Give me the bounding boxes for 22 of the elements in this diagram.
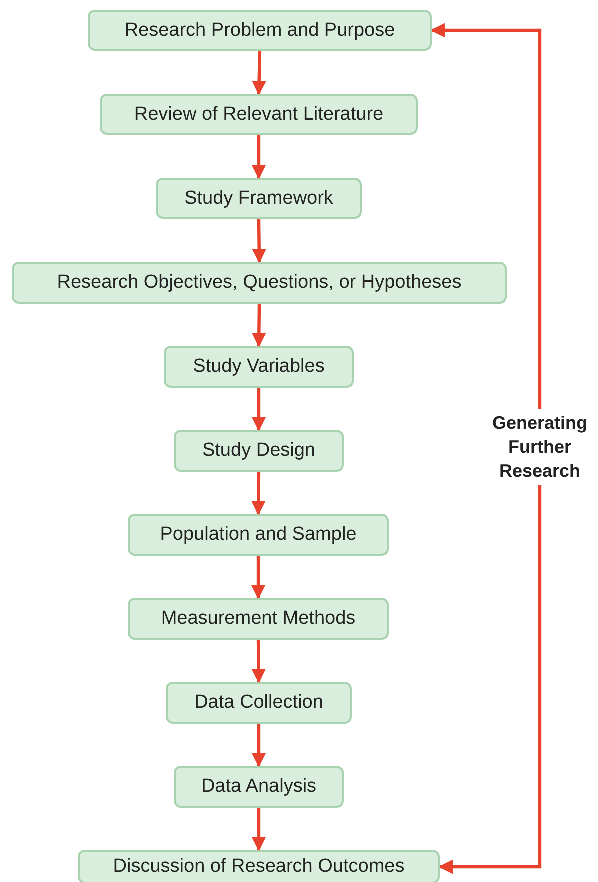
- arrow: [252, 808, 266, 852]
- process-box: Research Problem and Purpose: [88, 10, 432, 51]
- arrow: [252, 724, 266, 768]
- process-box: Review of Relevant Literature: [100, 94, 418, 135]
- process-box: Study Variables: [164, 346, 354, 388]
- process-box: Study Design: [174, 430, 344, 472]
- arrow: [251, 556, 266, 600]
- process-box: Discussion of Research Outcomes: [78, 850, 440, 882]
- arrow: [251, 472, 266, 516]
- process-box: Study Framework: [156, 178, 362, 219]
- process-box: Measurement Methods: [128, 598, 389, 640]
- arrow: [252, 218, 267, 264]
- arrow: [252, 50, 266, 96]
- process-box: Research Objectives, Questions, or Hypotheses: [12, 262, 507, 304]
- arrow: [252, 640, 266, 684]
- process-box: Data Collection: [166, 682, 352, 724]
- arrow: [252, 388, 266, 432]
- arrow: [252, 304, 266, 348]
- process-box: Data Analysis: [174, 766, 344, 808]
- arrow: [430, 23, 542, 874]
- arrow: [252, 135, 266, 180]
- process-box: Population and Sample: [128, 514, 389, 556]
